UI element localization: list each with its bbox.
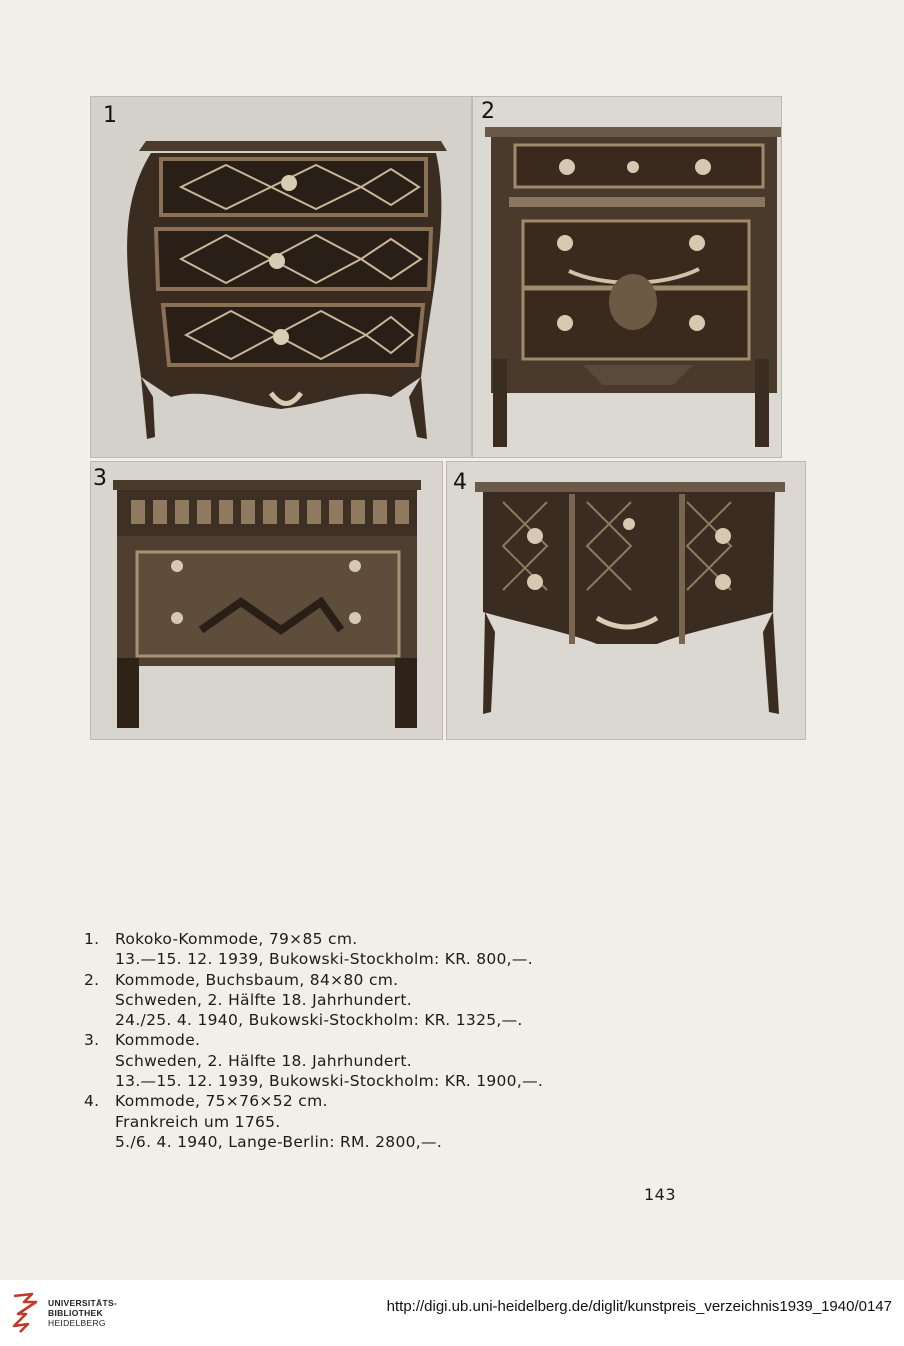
- caption-line: 13.—15. 12. 1939, Bukowski-Stockholm: KR…: [115, 950, 533, 969]
- plate-2-photo: 2: [472, 96, 782, 458]
- university-library-logo-icon[interactable]: [10, 1290, 40, 1336]
- caption-number: 1.: [84, 930, 100, 948]
- caption-number: 3.: [84, 1031, 100, 1050]
- source-url-link[interactable]: http://digi.ub.uni-heidelberg.de/diglit/…: [386, 1298, 892, 1315]
- document-page: 1 2: [84, 96, 806, 1204]
- caption-number: 2.: [84, 970, 100, 989]
- plate-3-photo: 3: [90, 461, 443, 740]
- parquetry-commode-photo: [447, 462, 805, 739]
- caption-line: 5./6. 4. 1940, Lange-Berlin: RM. 2800,—.: [115, 1132, 443, 1151]
- commode-with-drawers-photo: [473, 97, 781, 457]
- plate-2-number: 2: [481, 99, 495, 124]
- caption-line: 24./25. 4. 1940, Bukowski-Stockholm: KR.…: [115, 1011, 523, 1030]
- page-number: 143: [644, 1185, 677, 1204]
- footer-bar: [0, 1280, 904, 1346]
- university-library-logo-text[interactable]: UNIVERSITÄTS- BIBLIOTHEK HEIDELBERG: [48, 1298, 117, 1328]
- logo-line: HEIDELBERG: [48, 1318, 106, 1328]
- caption-line: Frankreich um 1765.: [115, 1112, 281, 1131]
- caption-number: 4.: [84, 1092, 100, 1111]
- plate-1-number: 1: [103, 103, 117, 128]
- rococo-commode-photo: [91, 97, 471, 457]
- caption-line: Schweden, 2. Hälfte 18. Jahrhundert.: [115, 1051, 412, 1070]
- plate-4-photo: 4: [446, 461, 806, 740]
- caption-item: 1. Rokoko-Kommode, 79×85 cm. 13.—15. 12.…: [84, 929, 644, 970]
- caption-item: 3. Kommode. Schweden, 2. Hälfte 18. Jahr…: [84, 1030, 644, 1091]
- caption-list: 1. Rokoko-Kommode, 79×85 cm. 13.—15. 12.…: [84, 929, 644, 1152]
- caption-line: Kommode, Buchsbaum, 84×80 cm.: [115, 970, 399, 989]
- plate-1-photo: 1: [90, 96, 472, 458]
- caption-line: Schweden, 2. Hälfte 18. Jahrhundert.: [115, 990, 412, 1009]
- caption-item: 2. Kommode, Buchsbaum, 84×80 cm. Schwede…: [84, 970, 644, 1031]
- logo-line: BIBLIOTHEK: [48, 1308, 103, 1318]
- plate-3-number: 3: [93, 466, 107, 491]
- caption-line: Rokoko-Kommode, 79×85 cm.: [115, 930, 358, 948]
- inlaid-commode-photo: [91, 462, 442, 739]
- caption-line: Kommode, 75×76×52 cm.: [115, 1092, 328, 1111]
- caption-line: 13.—15. 12. 1939, Bukowski-Stockholm: KR…: [115, 1072, 544, 1091]
- caption-item: 4. Kommode, 75×76×52 cm. Frankreich um 1…: [84, 1091, 644, 1152]
- plate-4-number: 4: [453, 470, 467, 495]
- caption-line: Kommode.: [115, 1031, 201, 1050]
- logo-line: UNIVERSITÄTS-: [48, 1298, 118, 1308]
